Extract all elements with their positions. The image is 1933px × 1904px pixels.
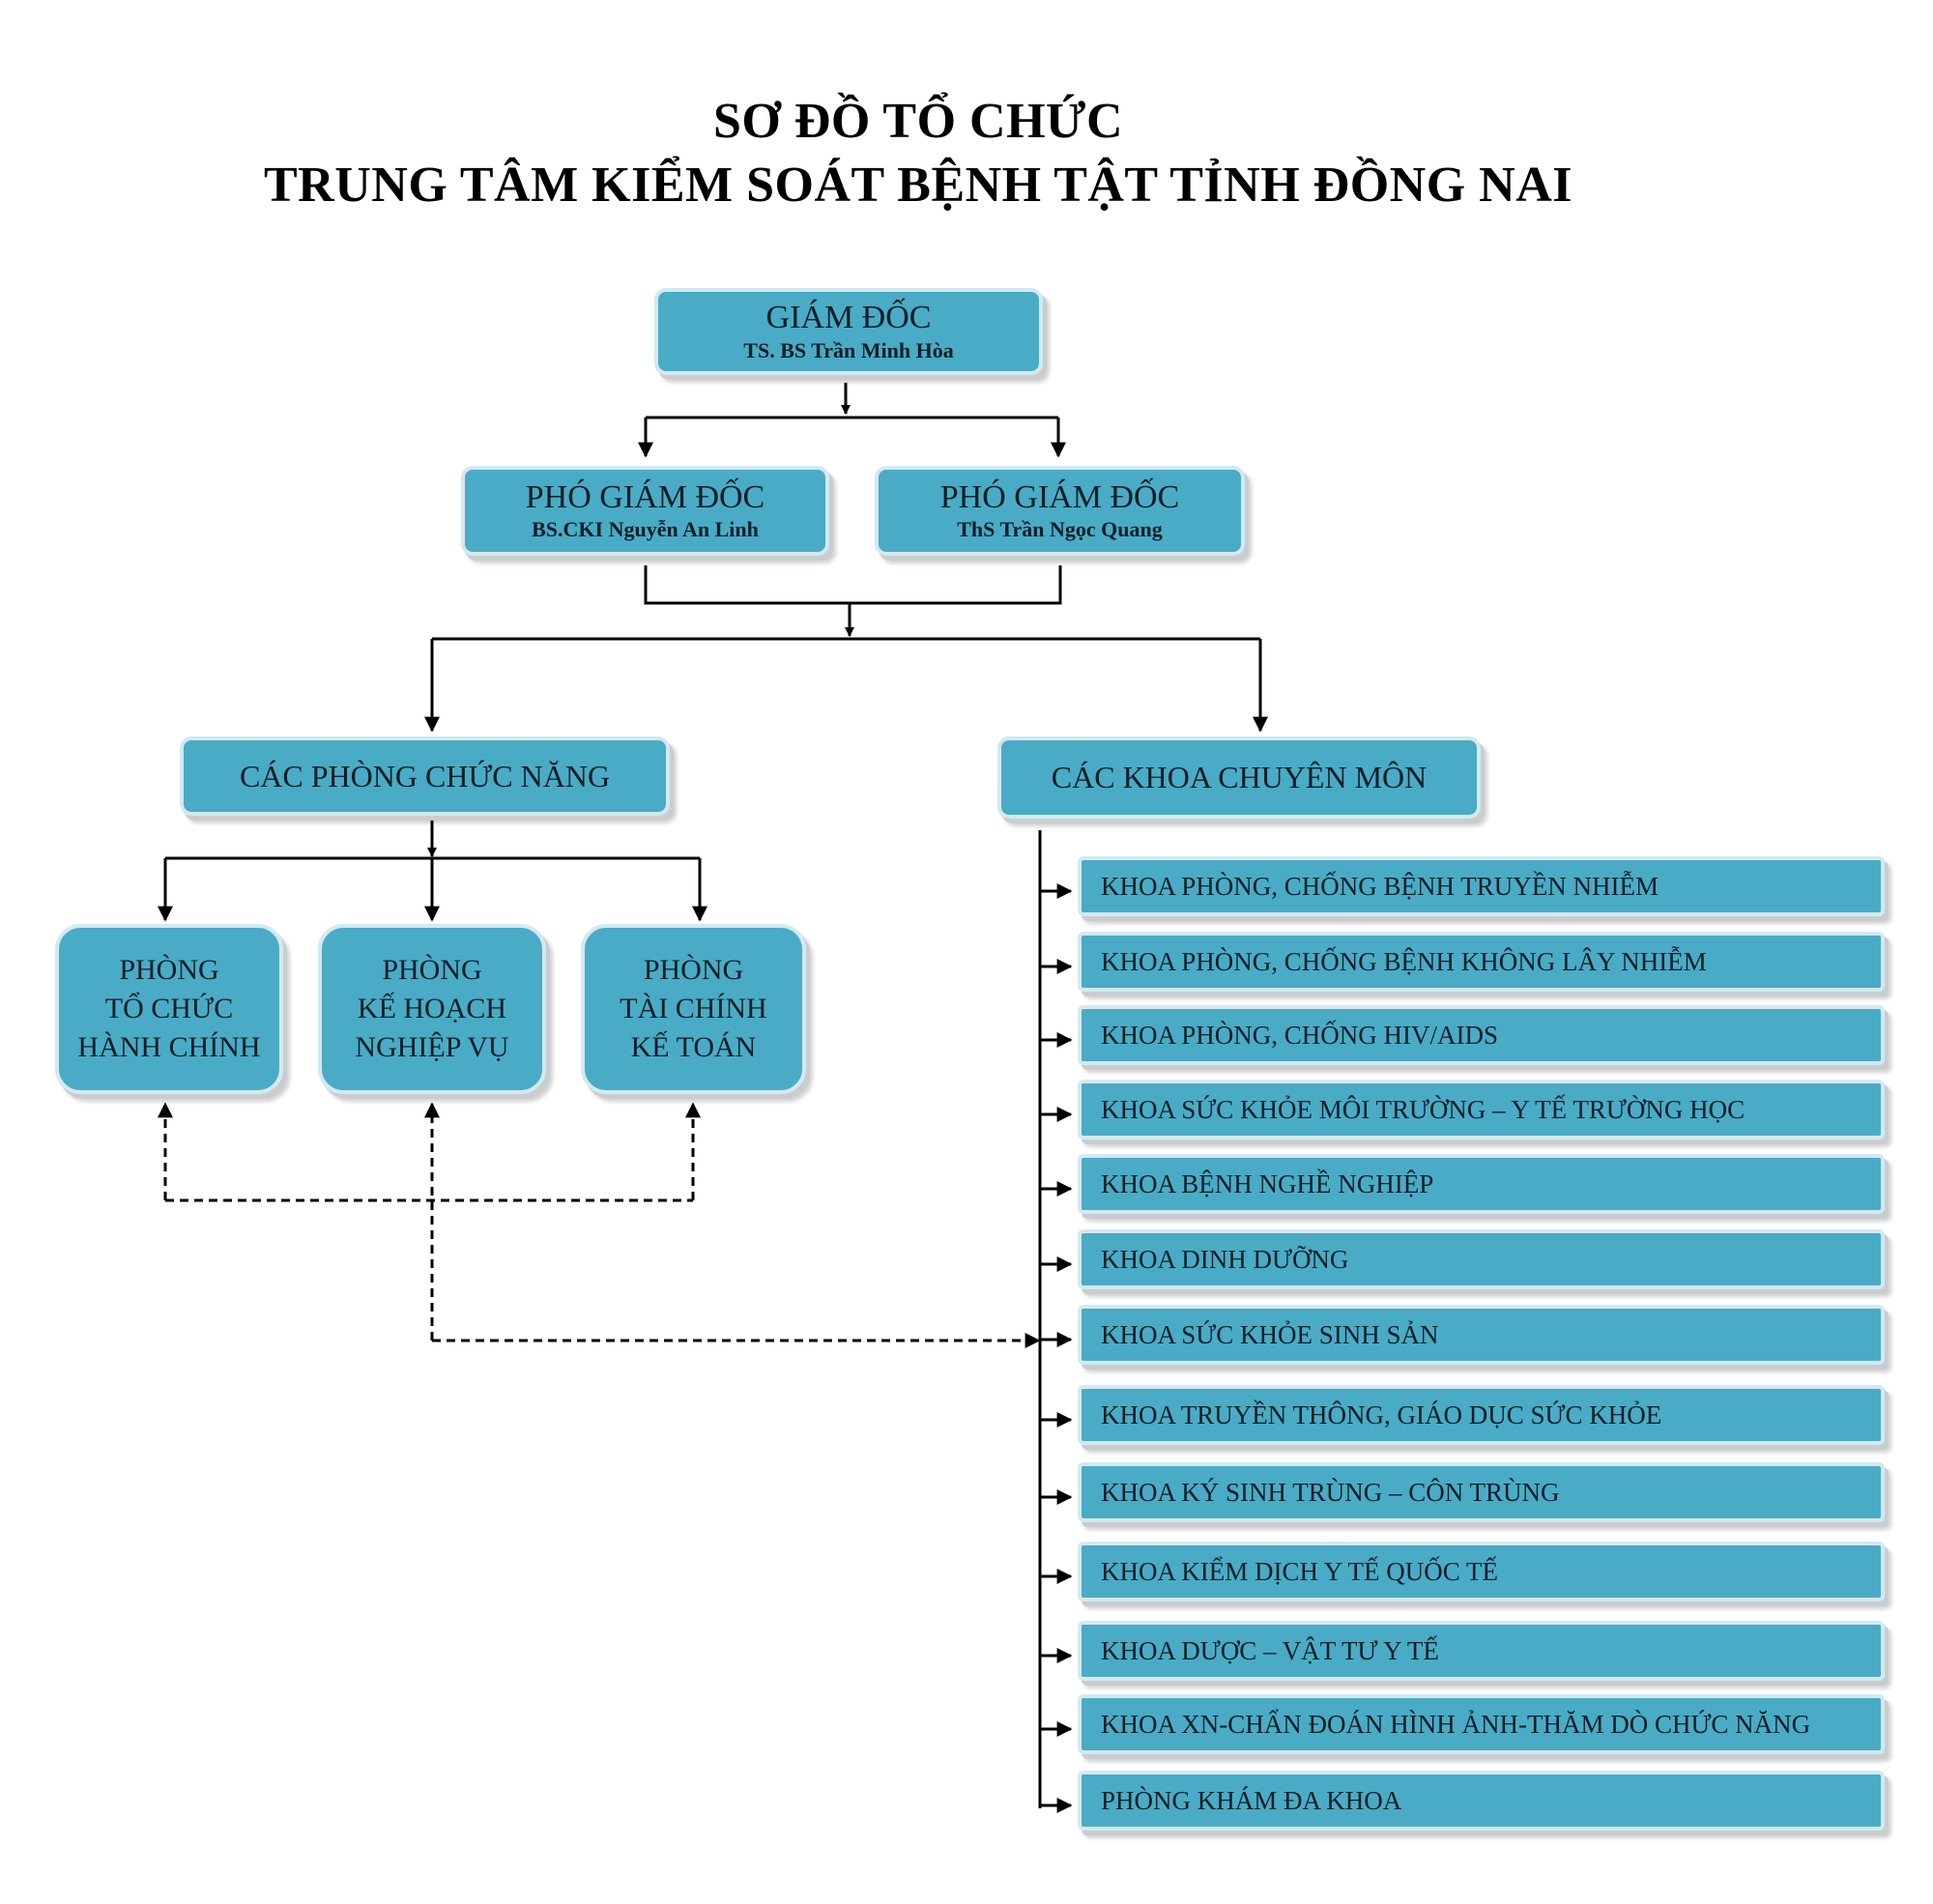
deputy-role-2: PHÓ GIÁM ĐỐC [939,478,1180,515]
specialized-dept-label: KHOA XN-CHẨN ĐOÁN HÌNH ẢNH-THĂM DÒ CHỨC … [1101,1709,1811,1739]
dept-box-planning: PHÒNG KẾ HOẠCH NGHIỆP VỤ [318,924,546,1094]
deputy-director-box-1: PHÓ GIÁM ĐỐC BS.CKI Nguyễn An Linh [461,466,829,556]
dept-line: KẾ TOÁN [630,1030,757,1063]
dept-line: TÀI CHÍNH [620,993,767,1025]
specialized-dept-label: KHOA PHÒNG, CHỐNG BỆNH TRUYỀN NHIỄM [1101,871,1659,901]
functional-group-label: CÁC PHÒNG CHỨC NĂNG [239,758,611,793]
chart-title: SƠ ĐỒ TỔ CHỨC [713,94,1123,149]
dept-box-personnel-admin: PHÒNG TỔ CHỨC HÀNH CHÍNH [55,924,283,1094]
specialized-dept-box: KHOA KÝ SINH TRÙNG – CÔN TRÙNG [1078,1462,1885,1522]
specialized-dept-box: KHOA PHÒNG, CHỐNG BỆNH TRUYỀN NHIỄM [1078,856,1885,916]
dept-line: NGHIỆP VỤ [355,1030,509,1063]
deputy-name-2: ThS Trần Ngọc Quang [957,517,1163,541]
dept-line: TỔ CHỨC [104,993,234,1025]
specialized-dept-label: KHOA KIỂM DỊCH Y TẾ QUỐC TẾ [1101,1556,1498,1586]
dept-line: KẾ HOẠCH [357,993,507,1025]
dept-box-finance: PHÒNG TÀI CHÍNH KẾ TOÁN [581,924,806,1094]
specialized-dept-box: KHOA BỆNH NGHỀ NGHIỆP [1078,1154,1885,1214]
director-box: GIÁM ĐỐC TS. BS Trần Minh Hòa [654,288,1043,375]
connector-deputy-merge [644,565,1062,605]
specialized-dept-box: KHOA TRUYỀN THÔNG, GIÁO DỤC SỨC KHỎE [1078,1385,1885,1445]
specialized-dept-box: KHOA KIỂM DỊCH Y TẾ QUỐC TẾ [1078,1542,1885,1601]
specialized-dept-box: KHOA PHÒNG, CHỐNG HIV/AIDS [1078,1005,1885,1065]
dept-line: PHÒNG [119,954,219,987]
functional-group-box: CÁC PHÒNG CHỨC NĂNG [180,736,670,816]
deputy-name-1: BS.CKI Nguyễn An Linh [532,517,759,541]
director-role: GIÁM ĐỐC [765,300,932,336]
dept-line: PHÒNG [643,954,744,987]
specialized-dept-label: KHOA KÝ SINH TRÙNG – CÔN TRÙNG [1101,1477,1560,1507]
specialized-dept-label: KHOA DƯỢC – VẬT TƯ Y TẾ [1101,1635,1439,1665]
specialized-dept-label: KHOA PHÒNG, CHỐNG BỆNH KHÔNG LÂY NHIỄM [1101,946,1707,976]
specialized-dept-label: KHOA TRUYỀN THÔNG, GIÁO DỤC SỨC KHỎE [1101,1399,1662,1429]
specialized-dept-box: PHÒNG KHÁM ĐA KHOA [1078,1771,1885,1831]
specialized-dept-box: KHOA DINH DƯỠNG [1078,1229,1885,1289]
specialized-dept-label: KHOA SỨC KHỎE MÔI TRƯỜNG – Y TẾ TRƯỜNG H… [1101,1094,1745,1124]
deputy-director-box-2: PHÓ GIÁM ĐỐC ThS Trần Ngọc Quang [875,466,1245,556]
specialized-dept-label: KHOA PHÒNG, CHỐNG HIV/AIDS [1101,1020,1499,1050]
specialized-dept-label: KHOA DINH DƯỠNG [1101,1244,1349,1274]
deputy-role-1: PHÓ GIÁM ĐỐC [525,478,765,515]
specialized-group-box: CÁC KHOA CHUYÊN MÔN [997,736,1481,819]
specialized-group-label: CÁC KHOA CHUYÊN MÔN [1051,760,1428,794]
dept-line: HÀNH CHÍNH [77,1030,261,1063]
director-name: TS. BS Trần Minh Hòa [743,337,954,362]
dept-line: PHÒNG [382,954,482,987]
specialized-dept-box: KHOA XN-CHẨN ĐOÁN HÌNH ẢNH-THĂM DÒ CHỨC … [1078,1694,1885,1754]
specialized-dept-box: KHOA PHÒNG, CHỐNG BỆNH KHÔNG LÂY NHIỄM [1078,932,1885,992]
specialized-dept-box: KHOA SỨC KHỎE MÔI TRƯỜNG – Y TẾ TRƯỜNG H… [1078,1080,1885,1140]
specialized-dept-box: KHOA SỨC KHỎE SINH SẢN [1078,1305,1885,1365]
specialized-dept-label: KHOA SỨC KHỎE SINH SẢN [1101,1319,1439,1349]
specialized-dept-label: PHÒNG KHÁM ĐA KHOA [1101,1785,1402,1815]
specialized-dept-label: KHOA BỆNH NGHỀ NGHIỆP [1101,1168,1434,1198]
specialized-dept-box: KHOA DƯỢC – VẬT TƯ Y TẾ [1078,1621,1885,1681]
chart-subtitle: TRUNG TÂM KIỂM SOÁT BỆNH TẬT TỈNH ĐỒNG N… [263,158,1572,213]
